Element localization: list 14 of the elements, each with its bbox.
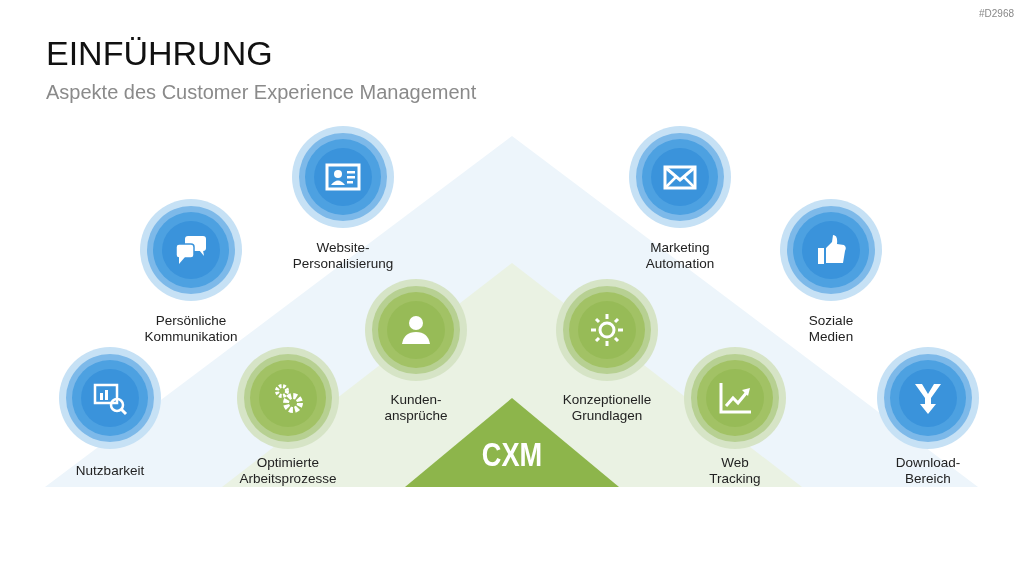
node-label: Website- Personalisierung: [292, 240, 394, 272]
node-label: Konzeptionelle Grundlagen: [562, 392, 652, 424]
slide-id: #D2968: [978, 8, 1014, 19]
node-label: Nutzbarkeit: [75, 463, 145, 479]
node-label: CXM: [481, 436, 543, 472]
node-label: Optimierte Arbeitsprozesse: [239, 455, 337, 487]
subtitle: Aspekte des Customer Experience Management: [46, 81, 477, 104]
node-label: Web Tracking: [709, 455, 761, 487]
node-label: Persönliche Kommunikation: [144, 313, 238, 345]
title: EINFÜHRUNG: [46, 34, 273, 73]
node-label: Download- Bereich: [895, 455, 961, 487]
node-label: Kunden- ansprüche: [384, 392, 448, 424]
node-label: Marketing Automation: [645, 240, 715, 272]
node-label: Soziale Medien: [807, 313, 855, 345]
